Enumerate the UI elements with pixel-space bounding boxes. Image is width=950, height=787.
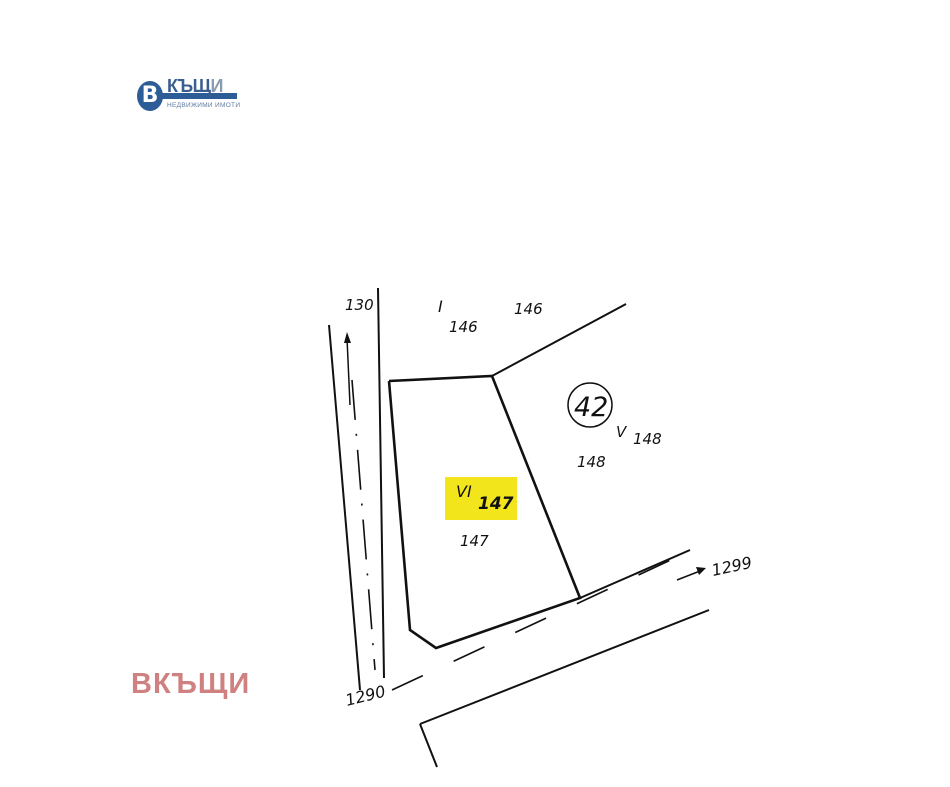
plot-147-boundary	[387, 374, 582, 650]
plot-146-boundary	[491, 303, 627, 377]
street-left-edge-outer	[328, 324, 361, 691]
street-label-1299: 1299	[710, 553, 754, 580]
plot-label-148-b: 148	[577, 453, 606, 471]
street-label-1290: 1290	[343, 682, 387, 710]
logo-subtitle: НЕДВИЖИМИ ИМОТИ	[167, 102, 241, 109]
street-bottom-axis	[391, 550, 691, 691]
quarter-number: 42	[574, 392, 608, 423]
street-right-arrow	[676, 570, 701, 581]
street-right-arrow-head-icon	[696, 567, 706, 575]
street-bottom-corner	[419, 723, 438, 768]
plot-label-146-b: 146	[514, 300, 543, 318]
logo-word-tail: И	[210, 76, 223, 96]
quarter-circle	[567, 382, 613, 428]
logo-key-icon: В	[137, 81, 163, 111]
street-bottom-edge	[419, 609, 710, 725]
plot-label-148-a: 148	[633, 430, 662, 448]
logo-key-bar	[159, 93, 237, 99]
plot-label-147: 147	[460, 532, 489, 550]
logo-word-main: КЪЩ	[167, 76, 211, 96]
street-label-130: 130	[345, 296, 374, 314]
north-arrow-head-icon	[344, 332, 351, 343]
watermark-text: ВКЪЩИ	[131, 668, 251, 700]
street-left-edge-inner	[377, 287, 385, 679]
roman-label-i: I	[438, 297, 443, 316]
roman-label-vi: VI	[456, 482, 472, 501]
north-arrow	[346, 337, 351, 406]
highlighted-plot-marker	[445, 477, 517, 520]
roman-label-v: V	[616, 423, 628, 441]
company-logo: В КЪЩИ НЕДВИЖИМИ ИМОТИ	[137, 76, 247, 119]
street-left-axis	[351, 379, 376, 671]
logo-wordmark: КЪЩИ	[167, 76, 223, 97]
plot-label-146-a: 146	[449, 318, 478, 336]
plot-148-boundary	[579, 549, 691, 599]
highlighted-plot-number: 147	[478, 494, 514, 514]
